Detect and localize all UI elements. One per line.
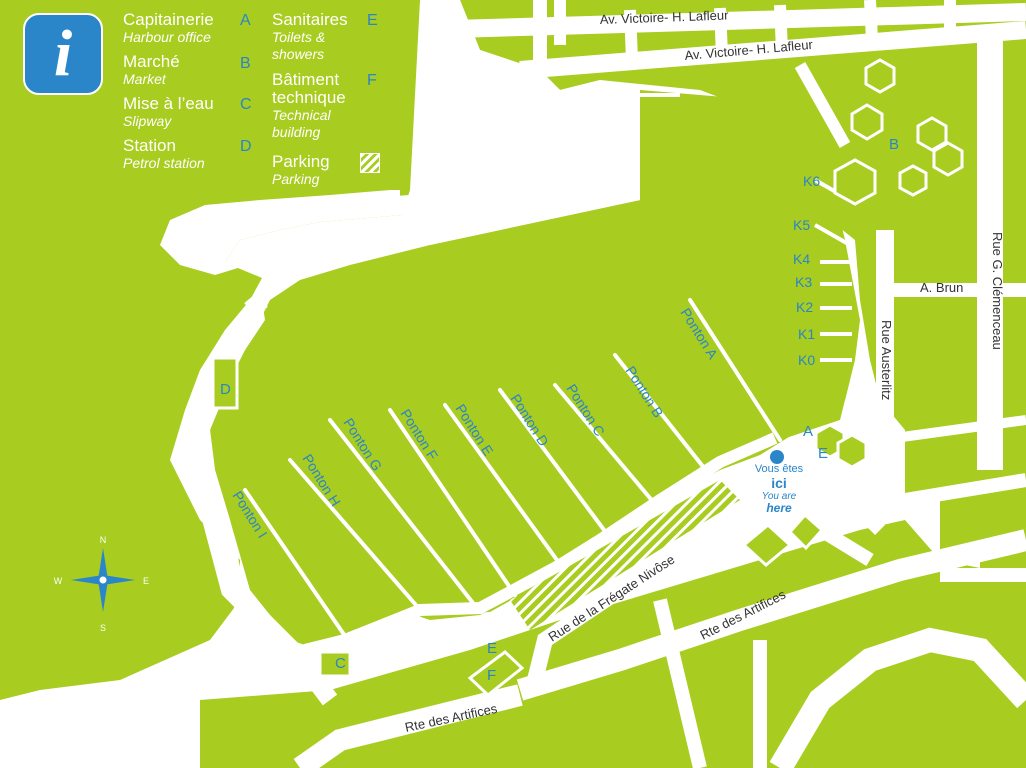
technical-building xyxy=(467,650,525,697)
road-victoire xyxy=(519,21,1026,79)
compass-s: S xyxy=(100,623,106,633)
road-artifices-right xyxy=(516,529,1026,701)
south-land xyxy=(200,520,980,768)
parking-hatch xyxy=(510,480,740,630)
you-are-here-label: Vous êtes ici You are here xyxy=(754,463,804,515)
map-letter-d: D xyxy=(220,381,231,398)
roads xyxy=(181,0,1026,768)
petrol-station xyxy=(211,356,239,410)
compass-e: E xyxy=(143,576,149,586)
legend-letter-b: B xyxy=(240,55,251,72)
berth-k4: K4 xyxy=(793,251,810,267)
market-buildings xyxy=(814,58,964,469)
compass-n: N xyxy=(100,535,107,545)
map-letter-b: B xyxy=(889,136,899,153)
legend-letter-e: E xyxy=(367,12,378,29)
legend-letter-d: D xyxy=(240,138,252,155)
quay-edge xyxy=(303,432,778,656)
road-artifices-left xyxy=(293,684,523,768)
ne-land xyxy=(460,0,1026,768)
legend-letter-c: C xyxy=(240,96,252,113)
street-brun: A. Brun xyxy=(920,280,963,295)
street-victoire-top: Av. Victoire- H. Lafleur xyxy=(600,7,730,27)
map-letter-f: F xyxy=(487,667,496,684)
slipway-building xyxy=(318,650,352,678)
street-clemenceau: Rue G. Clémenceau xyxy=(990,232,1005,350)
parking-swatch xyxy=(360,153,380,173)
you-are-here-marker xyxy=(770,450,784,464)
legend-letter-f: F xyxy=(367,72,377,89)
legend-letter-a: A xyxy=(240,12,251,29)
map-letter-c: C xyxy=(335,655,346,672)
road-fregate xyxy=(527,507,764,682)
pontoon-lines xyxy=(243,298,782,638)
map-letter-e-bottom: E xyxy=(487,640,497,657)
map-letter-e-top: E xyxy=(818,445,828,462)
berth-k1: K1 xyxy=(798,326,815,342)
berth-k6: K6 xyxy=(803,173,820,189)
street-austerlitz: Rue Austerlitz xyxy=(879,320,894,400)
info-icon: i xyxy=(23,13,103,95)
map-letter-a: A xyxy=(803,423,813,440)
buildings xyxy=(211,356,825,697)
berth-k3: K3 xyxy=(795,274,812,290)
berth-k2: K2 xyxy=(796,299,813,315)
pontoon-basin xyxy=(218,180,855,645)
water xyxy=(170,0,640,262)
compass-w: W xyxy=(54,576,63,586)
berth-k0: K0 xyxy=(798,352,815,368)
berth-k5: K5 xyxy=(793,217,810,233)
compass-icon: N S E W xyxy=(54,535,149,633)
